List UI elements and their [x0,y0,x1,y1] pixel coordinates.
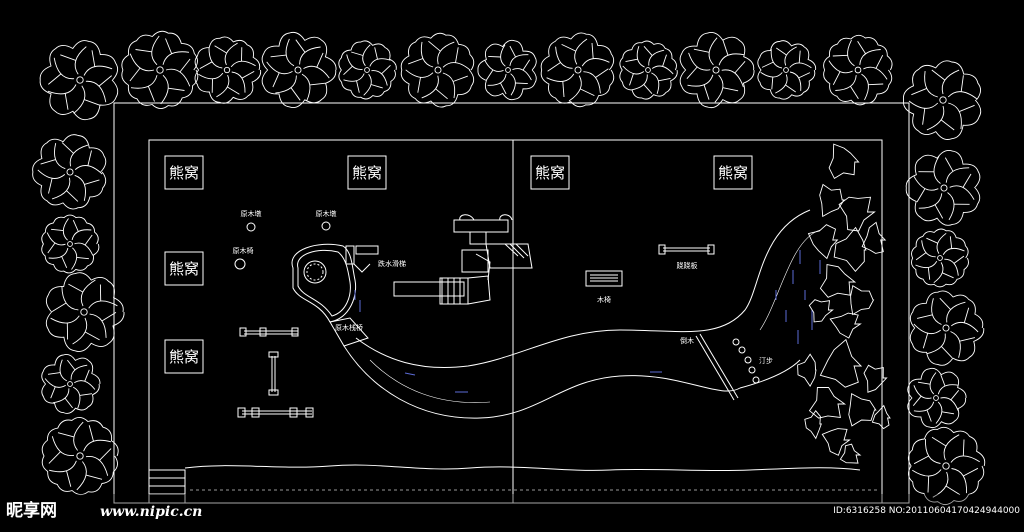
tree-icon [757,40,817,100]
tree-icon [41,214,100,274]
stump-seat: 原木椅 [233,246,254,270]
log-bridge-label: 原木栈桥 [335,323,363,332]
den-2: 熊窝 [347,155,387,190]
pond [291,243,357,323]
tree-icon [823,34,893,106]
rock [821,428,851,456]
log-bench-bottom [237,407,314,418]
rock [828,143,860,180]
tree-icon [909,290,985,366]
den-group: 熊窝 熊窝 熊窝 熊窝 熊窝 熊窝 [164,155,753,374]
seesaw-label: 跷跷板 [677,261,698,270]
bench-label: 木椅 [597,295,611,304]
rock [871,404,891,430]
waterfall-label: 跌水滑梯 [378,259,406,268]
tree-icon [902,60,982,140]
tree-row [32,30,986,506]
rock [850,284,875,316]
tree-icon [32,134,107,210]
wooden-bench: 木椅 [585,270,623,304]
rock [838,196,876,232]
tree-icon [338,40,397,100]
tree-icon [911,228,969,288]
dead-wood: 倒木 [680,333,739,401]
den-label: 熊窝 [169,260,199,278]
rock [808,299,834,323]
rock [819,183,845,218]
log-bench-vertical [268,351,279,396]
rock [848,392,877,427]
stepping-label: 汀步 [759,357,773,365]
tree-icon [679,31,755,109]
log-bridge: 原木栈桥 [329,317,369,347]
stump-2-label: 原木墩 [316,209,337,218]
rock [819,338,863,388]
inner-enclosure [148,139,883,504]
stream [343,209,821,419]
tree-icon [907,426,986,506]
den-label: 熊窝 [718,164,748,182]
dead-wood-label: 倒木 [680,336,694,345]
watermark: 昵享网 www.nipic.cn ID:6316258 NO:201106041… [0,494,1024,527]
rock [804,410,822,440]
stump-seat-label: 原木椅 [233,246,254,255]
watermark-url: www.nipic.cn [100,504,202,520]
stump-1-label: 原木墩 [241,209,262,218]
watermark-id: ID:6316258 NO:20110604170424944000 [833,506,1020,516]
waterfall-slide: 跌水滑梯 [345,245,406,273]
tree-icon [477,39,537,101]
tree-icon [41,417,119,496]
ground-edge [148,464,861,504]
den-3: 熊窝 [530,155,570,190]
rockery [797,143,891,464]
tree-icon [121,30,199,109]
tree-icon [45,272,125,352]
den-6: 熊窝 [164,339,204,374]
den-5: 熊窝 [164,251,204,286]
rock [807,224,839,260]
tree-icon [194,36,262,104]
tree-icon [907,367,967,429]
rock [863,364,888,393]
den-1: 熊窝 [164,155,204,190]
den-label: 熊窝 [169,348,199,366]
climbing-structure [393,214,533,305]
log-bench-horizontal [239,327,299,337]
den-label: 熊窝 [535,164,565,182]
rock [797,353,817,387]
rock [839,443,862,464]
stepping-stones: 汀步 [732,338,773,384]
tree-icon [540,32,615,108]
tree-icon [905,149,981,226]
den-label: 熊窝 [352,164,382,182]
tree-icon [619,40,678,100]
stump-1: 原木墩 [241,209,262,232]
tree-icon [400,32,475,108]
den-label: 熊窝 [169,164,199,182]
rock [819,264,857,298]
tree-icon [39,40,119,121]
rock [808,386,847,419]
tree-icon [261,31,337,109]
den-4: 熊窝 [713,155,753,190]
water-hatch [354,250,821,393]
stump-2: 原木墩 [316,209,337,231]
watermark-logo: 昵享网 [6,500,57,521]
rock [861,221,887,254]
tree-icon [41,353,101,414]
seesaw: 跷跷板 [658,244,715,270]
rock [829,312,862,339]
